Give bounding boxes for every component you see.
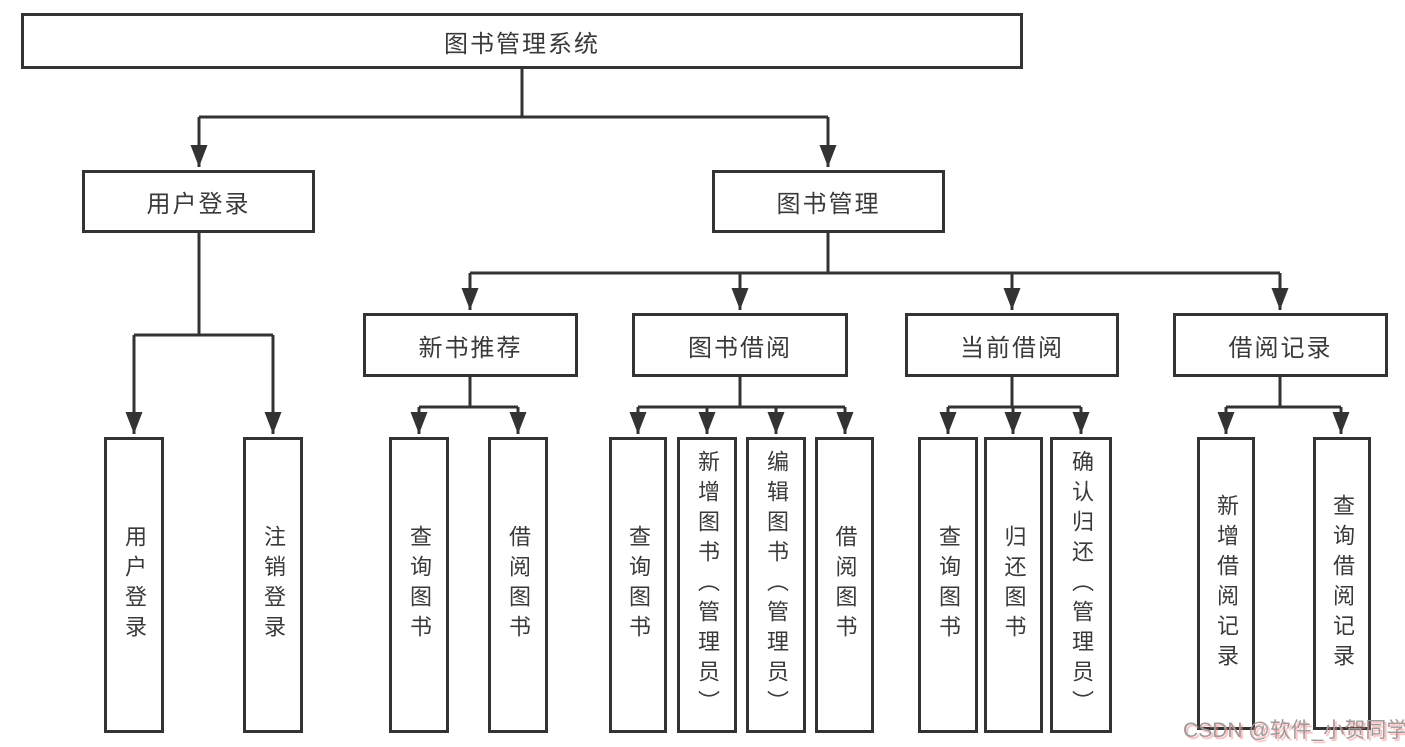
leaf-query-borrow-record: 查询借阅记录 — [1313, 437, 1371, 730]
node-label: 新增借阅记录 — [1214, 493, 1239, 674]
leaf-edit-book-admin: 编辑图书（管理员） — [746, 437, 806, 733]
node-label: 注销登录 — [261, 525, 286, 645]
node-label: 确认归还（管理员） — [1069, 450, 1094, 720]
node-user-login: 用户登录 — [82, 170, 315, 233]
leaf-query-books-current: 查询图书 — [918, 437, 978, 733]
node-label: 图书借阅 — [688, 334, 792, 362]
node-borrowing-records: 借阅记录 — [1173, 313, 1388, 377]
node-book-borrowing: 图书借阅 — [632, 313, 848, 377]
node-label: 查询图书 — [407, 525, 432, 645]
leaf-return-book: 归还图书 — [984, 437, 1043, 733]
node-label: 借阅图书 — [832, 525, 858, 645]
leaf-user-login: 用户登录 — [104, 437, 164, 733]
node-label: 查询借阅记录 — [1330, 493, 1355, 674]
node-label: 新增图书（管理员） — [695, 450, 720, 720]
node-label: 用户登录 — [146, 191, 251, 218]
node-label: 编辑图书（管理员） — [764, 450, 789, 720]
node-label: 图书管理系统 — [444, 30, 600, 58]
node-current-borrowing: 当前借阅 — [905, 313, 1119, 377]
leaf-logout: 注销登录 — [243, 437, 303, 733]
leaf-add-book-admin: 新增图书（管理员） — [677, 437, 737, 733]
leaf-add-borrow-record: 新增借阅记录 — [1197, 437, 1255, 730]
node-label: 归还图书 — [1001, 525, 1027, 645]
leaf-query-books-borrowing: 查询图书 — [609, 437, 667, 733]
node-new-book-recommend: 新书推荐 — [363, 313, 578, 377]
leaf-borrow-books-borrowing: 借阅图书 — [815, 437, 874, 733]
csdn-watermark: CSDN @软件_小贺同学 — [1183, 719, 1405, 742]
node-label: 借阅图书 — [506, 525, 531, 645]
node-book-management: 图书管理 — [712, 170, 945, 233]
node-label: 图书管理 — [776, 191, 881, 218]
node-root-library-system: 图书管理系统 — [21, 13, 1023, 69]
node-label: 新书推荐 — [418, 334, 523, 362]
node-label: 当前借阅 — [960, 334, 1064, 362]
node-label: 借阅记录 — [1228, 334, 1333, 362]
node-label: 查询图书 — [936, 525, 961, 645]
leaf-confirm-return-admin: 确认归还（管理员） — [1050, 437, 1112, 733]
leaf-borrow-books-recommend: 借阅图书 — [488, 437, 548, 733]
leaf-query-books-recommend: 查询图书 — [389, 437, 449, 733]
node-label: 查询图书 — [626, 525, 651, 645]
node-label: 用户登录 — [122, 525, 147, 645]
